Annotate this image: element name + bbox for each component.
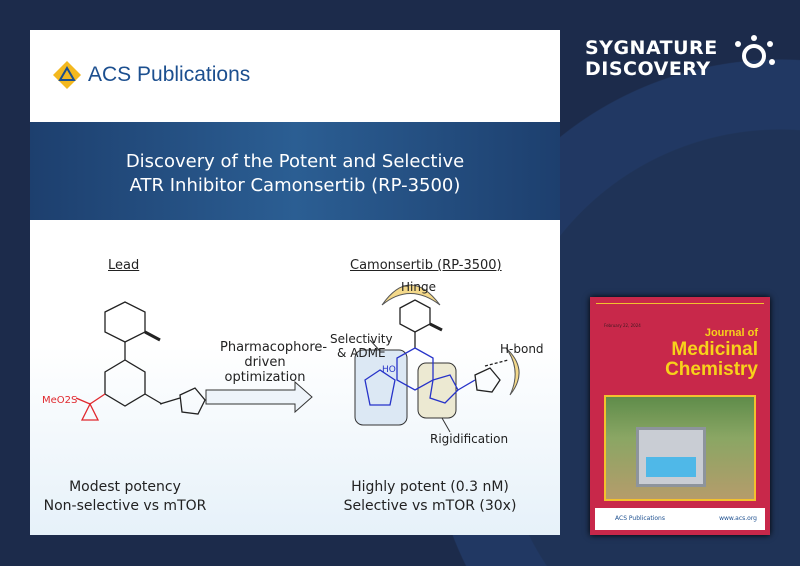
selectivity-line-1: Selectivity xyxy=(330,332,393,346)
cover-artwork xyxy=(604,395,756,501)
title-line-2: ATR Inhibitor Camonsertib (RP-3500) xyxy=(129,175,461,196)
meo2s-label: MeO2S xyxy=(42,395,77,406)
acs-logo: ACS Publications xyxy=(52,60,250,90)
acs-publications-text: ACS Publications xyxy=(88,63,251,86)
sygnature-sun-icon xyxy=(735,35,775,68)
selectivity-box xyxy=(354,349,408,426)
lead-desc-1: Modest potency xyxy=(69,479,181,495)
journal-cover: February 22, 2024 Journal of Medicinal C… xyxy=(590,297,770,535)
brand-line-1: SYGNATURE xyxy=(585,37,718,59)
arrow-label-3: optimization xyxy=(224,370,306,385)
lead-sulfonyl-cyclopropyl xyxy=(75,393,106,421)
selectivity-label: Selectivity & ADME xyxy=(330,332,393,360)
selectivity-line-2: & ADME xyxy=(337,346,386,360)
journal-title-1: Journal of xyxy=(704,327,758,339)
arrow-label-1: Pharmacophore- xyxy=(220,340,328,355)
arrow-label-2: driven xyxy=(244,355,286,370)
product-heading: Camonsertib (RP-3500) xyxy=(350,258,502,273)
hbond-label: H-bond xyxy=(500,342,544,356)
title-banner: Discovery of the Potent and Selective AT… xyxy=(30,122,560,220)
journal-title: Journal of Medicinal Chemistry xyxy=(665,327,758,380)
hbond-shape xyxy=(505,347,520,396)
cover-footer-url: www.acs.org xyxy=(719,515,757,522)
brand-line-2: DISCOVERY xyxy=(585,58,711,80)
arrow-label: Pharmacophore- driven optimization xyxy=(220,340,328,385)
optimization-arrow-icon xyxy=(205,380,313,414)
lead-desc-2: Non-selective vs mTOR xyxy=(43,498,207,514)
svg-text:HO: HO xyxy=(382,365,396,375)
product-description: Highly potent (0.3 nM) Selective vs mTOR… xyxy=(330,478,530,516)
sygnature-logo: SYGNATURE DISCOVERY xyxy=(585,38,718,80)
rigidification-box xyxy=(417,362,457,419)
title-line-1: Discovery of the Potent and Selective xyxy=(125,151,465,172)
scheme: Lead Camonsertib (RP-3500) MeO2S xyxy=(30,220,560,535)
lead-heading: Lead xyxy=(108,258,140,273)
journal-title-3: Chemistry xyxy=(665,359,758,380)
acs-emblem-icon xyxy=(53,61,81,89)
structures-drawing: MeO2S HO xyxy=(42,284,520,433)
cover-footer-publisher: ACS Publications xyxy=(615,515,665,522)
lead-description: Modest potency Non-selective vs mTOR xyxy=(40,478,210,516)
graphical-abstract: ACS Publications Discovery of the Potent… xyxy=(30,30,560,535)
cover-date: February 22, 2024 xyxy=(604,323,641,328)
hinge-shape xyxy=(381,284,441,306)
rigidification-label: Rigidification xyxy=(430,432,509,446)
product-desc-1: Highly potent (0.3 nM) xyxy=(351,479,509,495)
cover-footer: ACS Publications www.acs.org xyxy=(595,508,765,530)
lead-structure xyxy=(104,301,206,415)
product-desc-2: Selective vs mTOR (30x) xyxy=(343,498,517,514)
hinge-label: Hinge xyxy=(401,280,436,294)
journal-title-2: Medicinal xyxy=(671,339,758,360)
